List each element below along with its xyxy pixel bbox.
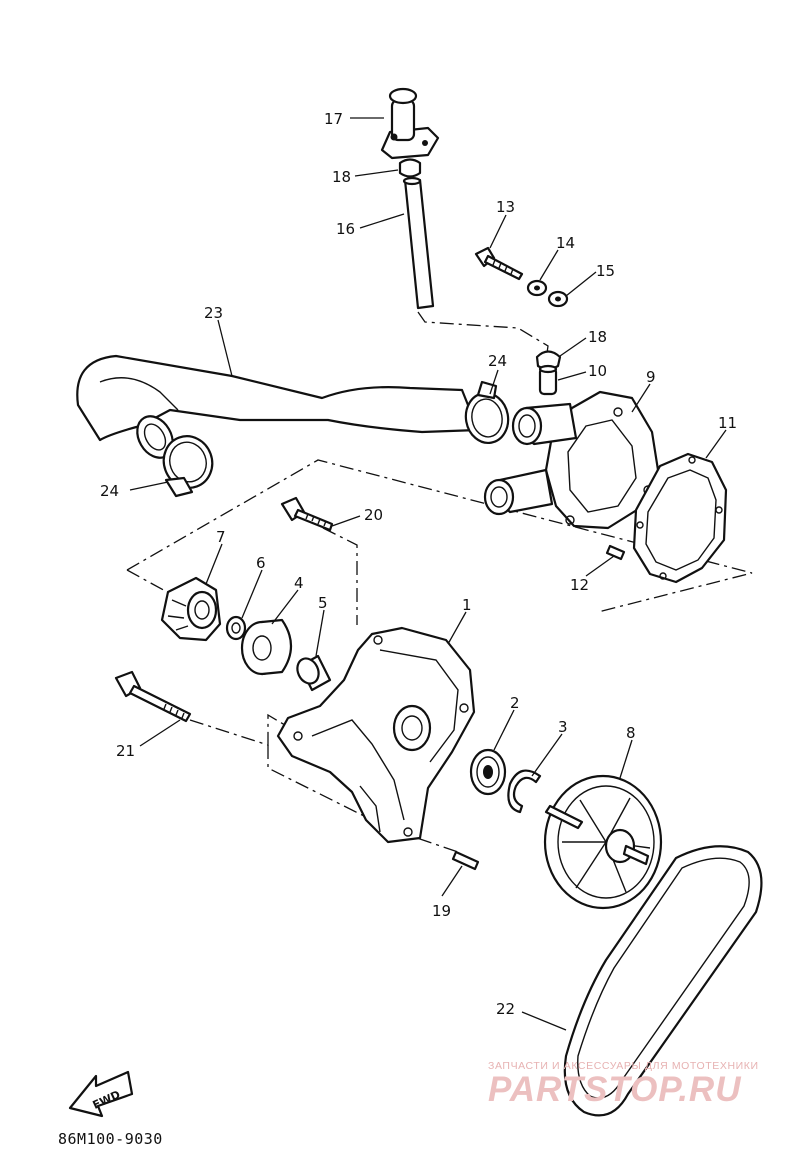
part-19-pin[interactable] [451,850,480,871]
callout-13: 13 [496,198,515,216]
part-2-bearing[interactable] [469,748,507,796]
callout-16: 16 [336,220,355,238]
watermark-logo: PARTSTOP.RU [488,1070,742,1109]
callout-2: 2 [510,694,520,712]
part-18-clip-upper[interactable] [398,158,422,178]
part-10-pipe[interactable] [538,364,558,396]
callout-20: 20 [364,506,383,524]
part-15-nut[interactable] [547,290,569,308]
callout-8: 8 [626,724,636,742]
part-14-washer[interactable] [526,279,548,297]
callout-7: 7 [216,528,226,546]
part-24-clamp-left[interactable] [157,429,220,498]
callout-15: 15 [596,262,615,280]
part-12-dowel[interactable] [605,544,626,561]
callout-5: 5 [318,594,328,612]
leader-lines [129,117,727,1031]
callout-4: 4 [294,574,304,592]
callout-21: 21 [116,742,135,760]
callout-18-lower: 18 [588,328,607,346]
part-8-pulley[interactable] [543,774,663,910]
callout-19: 19 [432,902,451,920]
part-21-bolt[interactable] [114,670,192,723]
part-20-bolt[interactable] [280,496,334,532]
callout-14: 14 [556,234,575,252]
part-1-pump-housing[interactable] [276,626,476,844]
callout-18-upper: 18 [332,168,351,186]
callout-3: 3 [558,718,568,736]
part-5-collar[interactable] [293,654,332,692]
callout-1: 1 [462,596,472,614]
callout-24-left: 24 [100,482,119,500]
callout-9: 9 [646,368,656,386]
callout-22: 22 [496,1000,515,1018]
part-6-washer[interactable] [225,615,247,641]
callout-24-right: 24 [488,352,507,370]
callout-17: 17 [324,110,343,128]
part-9-pump-cover[interactable] [483,390,660,530]
callout-labels: 17 18 16 13 14 15 23 18 24 10 9 11 24 20… [100,110,737,1018]
callout-23: 23 [204,304,223,322]
part-23-hose[interactable] [76,354,480,464]
part-22-belt[interactable] [563,845,763,1117]
part-13-bolt[interactable] [474,246,524,281]
part-7-impeller[interactable] [160,576,222,642]
part-3-circlip[interactable] [507,769,542,814]
fwd-arrow-icon: FWD [68,1070,134,1118]
callout-6: 6 [256,554,266,572]
part-24-clamp-right[interactable] [462,380,512,446]
part-4-seal[interactable] [240,618,293,676]
part-17-fitting[interactable] [380,87,440,160]
watermark-tagline: ЗАПЧАСТИ И АКСЕССУАРЫ ДЛЯ МОТОТЕХНИКИ [488,1060,759,1072]
part-11-gasket[interactable] [632,452,728,584]
part-16-hose[interactable] [402,176,435,310]
callout-11: 11 [718,414,737,432]
diagram-code: 86M100-9030 [58,1130,163,1148]
callout-12: 12 [570,576,589,594]
callout-10: 10 [588,362,607,380]
